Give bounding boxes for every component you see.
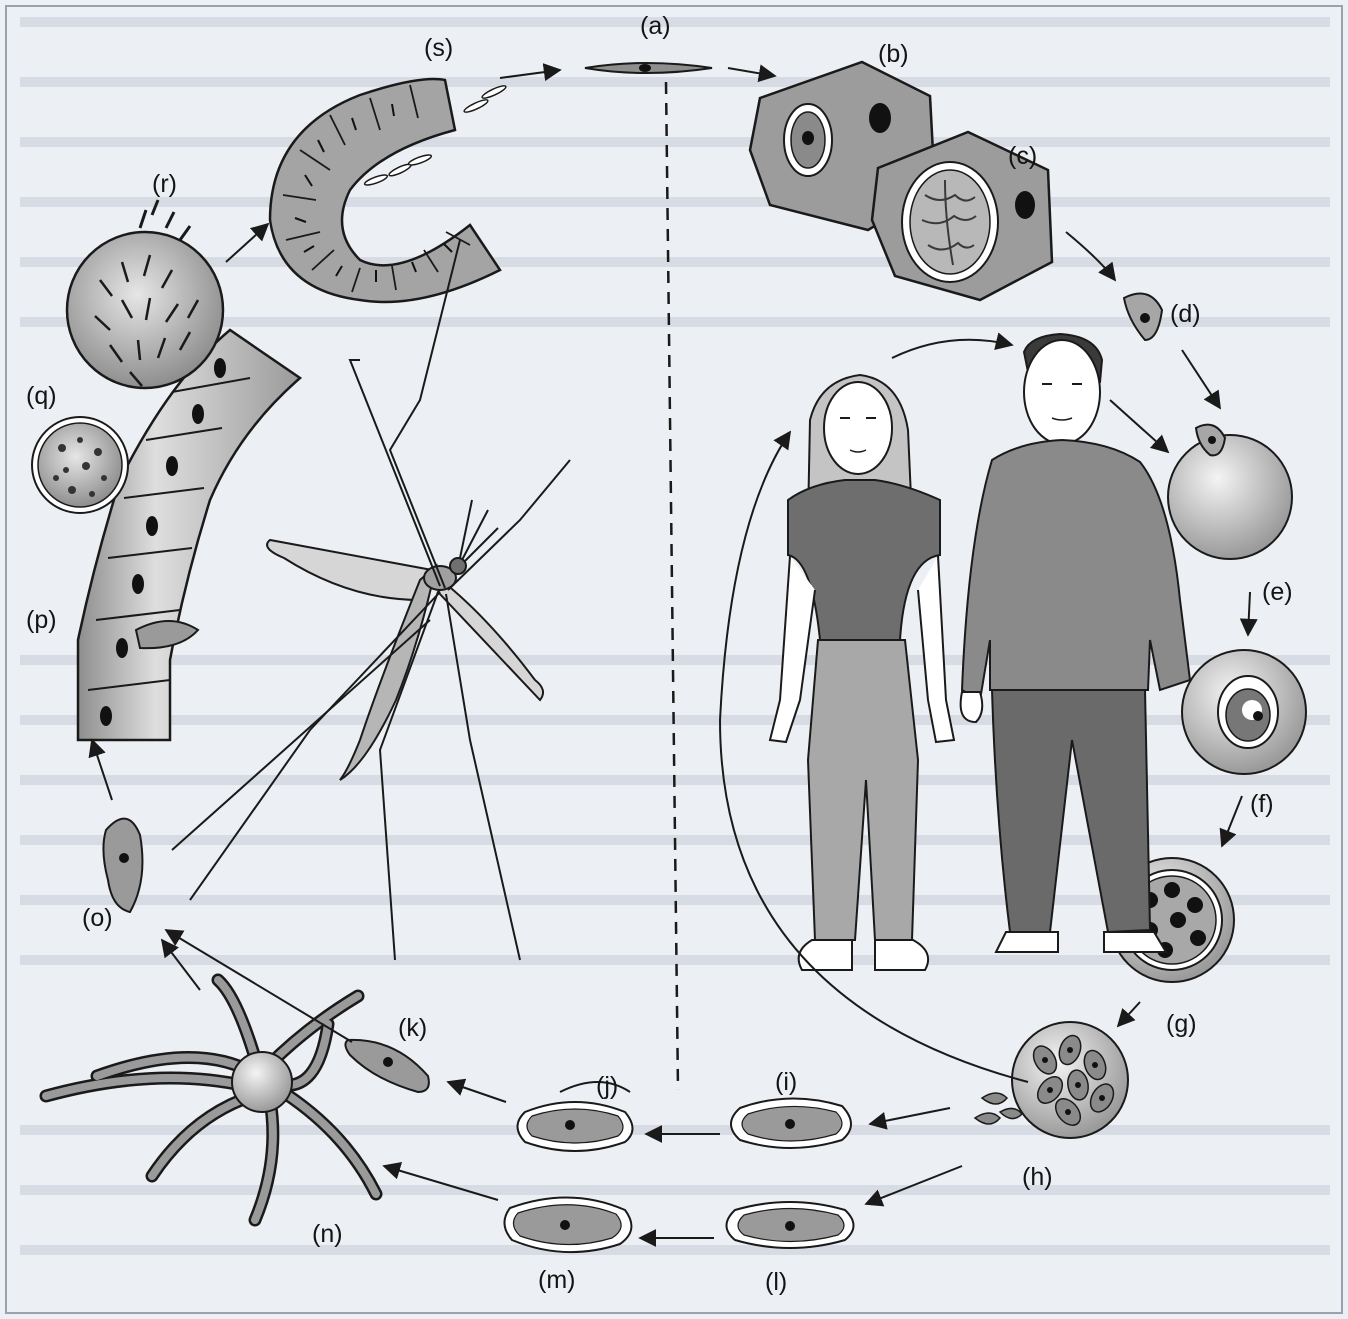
- label-c: (c): [1008, 144, 1037, 169]
- label-f: (f): [1250, 792, 1274, 817]
- stage-q-oocyst: [32, 417, 128, 513]
- label-b: (b): [878, 42, 909, 67]
- label-l: (l): [765, 1270, 787, 1295]
- label-i: (i): [775, 1070, 797, 1095]
- label-p: (p): [26, 608, 57, 633]
- label-h: (h): [1022, 1165, 1053, 1190]
- label-d: (d): [1170, 302, 1201, 327]
- label-o: (o): [82, 906, 113, 931]
- stage-m-gametocyte: [504, 1197, 631, 1252]
- label-q: (q): [26, 384, 57, 409]
- label-e: (e): [1262, 580, 1293, 605]
- label-a: (a): [640, 14, 671, 39]
- stage-l-gametocyte: [727, 1202, 854, 1248]
- label-j: (j): [596, 1074, 618, 1099]
- label-r: (r): [152, 172, 177, 197]
- label-m: (m): [538, 1268, 575, 1293]
- label-s: (s): [424, 36, 453, 61]
- stage-f-trophozoite: [1182, 650, 1306, 774]
- label-g: (g): [1166, 1012, 1197, 1037]
- label-n: (n): [312, 1222, 343, 1247]
- label-k: (k): [398, 1016, 427, 1041]
- stage-i-gametocyte: [731, 1098, 851, 1148]
